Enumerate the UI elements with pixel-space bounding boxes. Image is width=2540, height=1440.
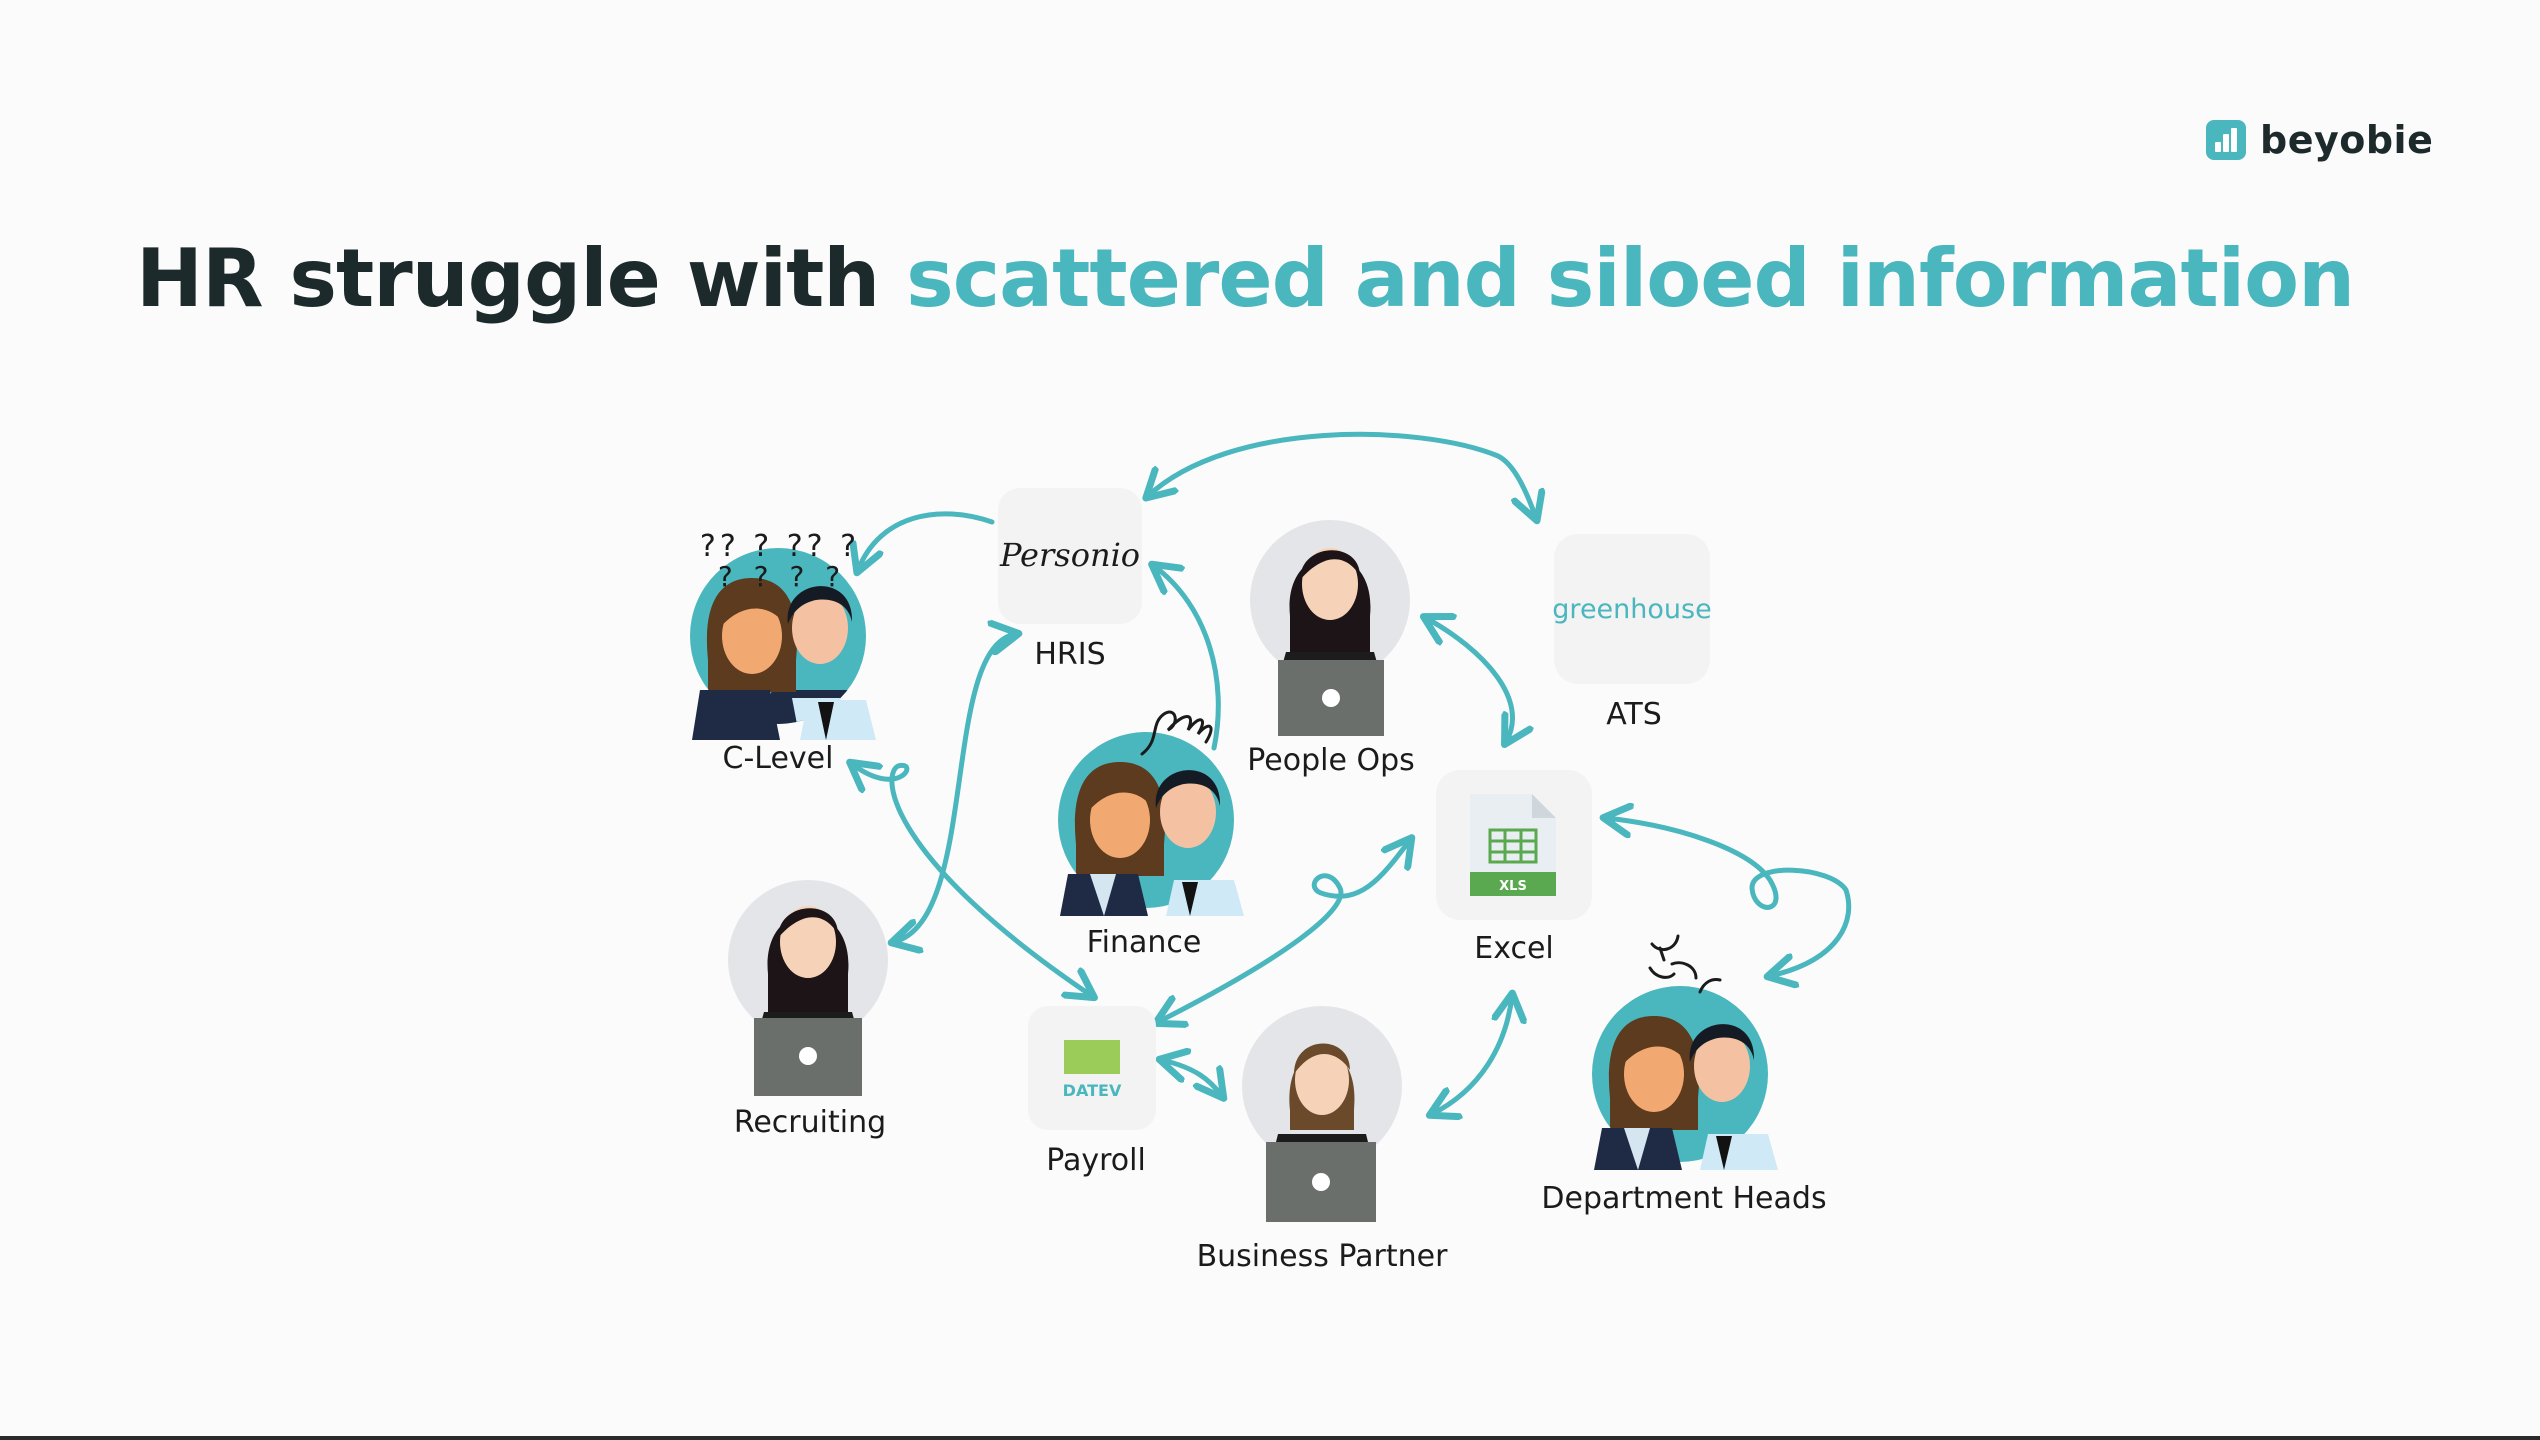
- brand-name: beyobie: [2260, 118, 2434, 162]
- department-heads-tie: [1716, 1136, 1732, 1170]
- ats-tile: [1554, 534, 1710, 684]
- c-level-shirt: [800, 700, 876, 740]
- arrow-hris-recruiting: [894, 634, 1016, 942]
- hris-node[interactable]: Personio HRIS: [998, 488, 1142, 672]
- frustration-lines-icon: [1648, 934, 1722, 994]
- bottom-divider: [0, 1436, 2540, 1440]
- ats-label: ATS: [1606, 697, 1662, 732]
- c-level-label: C-Level: [723, 741, 834, 776]
- xls-file-icon: [1470, 794, 1556, 896]
- people-ops-label: People Ops: [1247, 743, 1415, 778]
- stress-scribble-icon: [1140, 710, 1213, 756]
- payroll-node[interactable]: DATEV Payroll: [1028, 1006, 1156, 1178]
- arrow-bp-excel: [1432, 996, 1512, 1114]
- c-level-tie: [818, 702, 834, 740]
- greenhouse-logo: greenhouse: [1552, 594, 1711, 625]
- recruiting-label: Recruiting: [734, 1105, 886, 1140]
- personio-logo: Personio: [999, 536, 1140, 574]
- finance-node[interactable]: Finance: [1058, 710, 1244, 960]
- arrow-excel-depthead: [1606, 818, 1852, 976]
- business-partner-label: Business Partner: [1197, 1239, 1449, 1274]
- people-ops-node[interactable]: People Ops: [1247, 520, 1415, 778]
- title-highlight: scattered and siloed information: [906, 232, 2355, 325]
- finance-shirt: [1166, 880, 1244, 916]
- arrow-payroll-excel: [1158, 840, 1410, 1022]
- datev-logo-mark: [1064, 1040, 1120, 1074]
- title-lead: HR struggle with: [136, 232, 880, 325]
- brand-logo[interactable]: beyobie: [2206, 118, 2433, 162]
- department-heads-node[interactable]: Department Heads: [1541, 934, 1827, 1216]
- excel-node[interactable]: XLS Excel: [1436, 770, 1592, 966]
- hris-tile: [998, 488, 1142, 624]
- question-marks-icon: ?? ? ?? ?: [700, 529, 860, 564]
- c-level-node[interactable]: C-Level ?? ? ?? ? ? ? ? ?: [690, 529, 880, 776]
- hris-label: HRIS: [1034, 637, 1105, 672]
- arrow-payroll-bp: [1162, 1060, 1222, 1096]
- finance-tie: [1182, 882, 1198, 916]
- c-level-suit: [692, 690, 780, 740]
- payroll-label: Payroll: [1046, 1143, 1146, 1178]
- connection-arrows: [852, 431, 1852, 1114]
- laptop-logo-dot: [1312, 1173, 1330, 1191]
- bar-chart-icon: [2206, 120, 2246, 160]
- department-heads-shirt: [1700, 1134, 1778, 1170]
- laptop-logo-dot: [799, 1047, 817, 1065]
- spreadsheet-grid-icon: [1488, 828, 1538, 864]
- business-partner-node[interactable]: Business Partner: [1197, 1006, 1449, 1274]
- arrow-hris-to-clevel: [858, 511, 995, 570]
- ats-node[interactable]: greenhouse ATS: [1552, 534, 1712, 732]
- finance-shirt-woman: [1090, 874, 1116, 916]
- question-marks-icon-row2: ? ? ? ?: [718, 560, 846, 593]
- finance-label: Finance: [1087, 925, 1202, 960]
- arrow-peopleops-excel: [1426, 618, 1513, 742]
- excel-label: Excel: [1474, 931, 1553, 966]
- arrow-clevel-payroll: [852, 764, 1092, 996]
- xls-badge-text: XLS: [1499, 879, 1527, 894]
- department-heads-label: Department Heads: [1541, 1181, 1826, 1216]
- arrow-hris-to-ats: [1148, 431, 1536, 518]
- laptop-logo-dot: [1322, 689, 1340, 707]
- xls-badge: [1470, 872, 1556, 896]
- datev-logo: DATEV: [1063, 1081, 1122, 1100]
- arrow-finance-to-hris: [1154, 566, 1221, 751]
- department-heads-shirt-woman: [1624, 1128, 1650, 1170]
- xls-file-fold: [1532, 794, 1556, 818]
- page-title: HR struggle with scattered and siloed in…: [136, 232, 2355, 325]
- recruiting-node[interactable]: Recruiting: [728, 880, 888, 1140]
